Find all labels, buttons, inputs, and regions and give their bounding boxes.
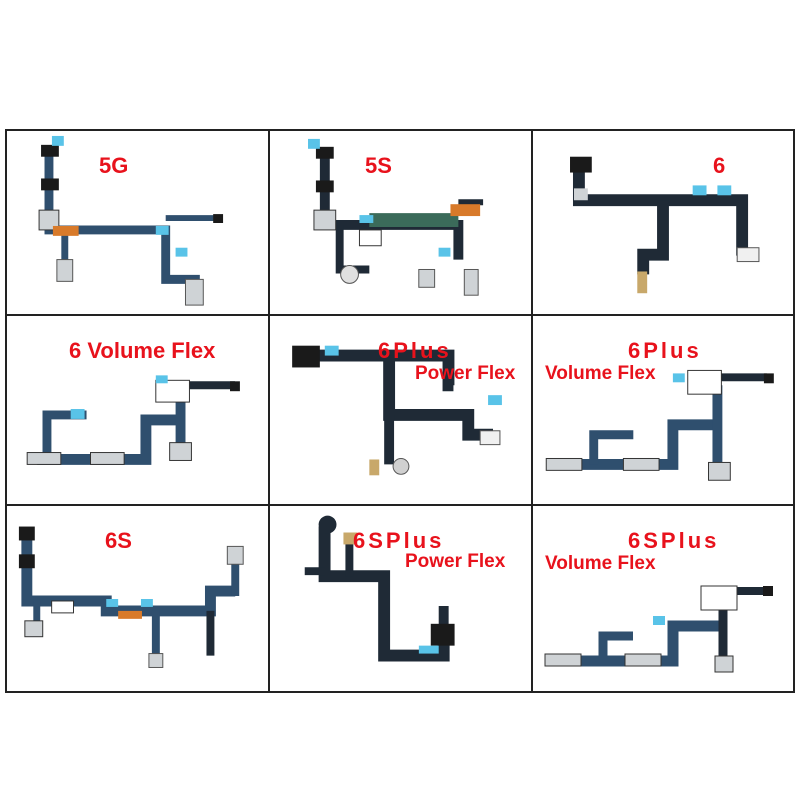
panel-sublabel: Volume Flex xyxy=(545,363,656,384)
panel-6splus-power: 6SPlus Power Flex xyxy=(270,506,533,691)
panel-6splus-volume: 6SPlus Volume Flex xyxy=(533,506,793,691)
panel-label: 6Plus xyxy=(628,338,702,363)
flex-cable-6-image xyxy=(570,156,760,294)
panel-5s: 5S xyxy=(270,131,533,316)
panel-6-volume: 6 Volume Flex xyxy=(7,316,270,506)
flex-cable-6-volume-image xyxy=(26,375,240,465)
panel-label: 6Plus xyxy=(378,338,452,363)
flex-cable-6s-image xyxy=(18,526,244,668)
panel-sublabel: Power Flex xyxy=(405,551,506,572)
flex-cable-5g-image xyxy=(38,135,224,306)
panel-6plus-volume: 6Plus Volume Flex xyxy=(533,316,793,506)
panel-6s: 6S xyxy=(7,506,270,691)
flex-cable-6plus-volume-image xyxy=(545,369,774,481)
panel-label: 6SPlus xyxy=(628,528,720,553)
flex-cable-6splus-volume-image xyxy=(544,585,773,673)
panel-5g: 5G xyxy=(7,131,270,316)
panel-sublabel: Power Flex xyxy=(415,363,516,384)
flex-cable-5s-image xyxy=(308,138,484,296)
panel-sublabel: Volume Flex xyxy=(545,553,656,574)
panel-6plus-power: 6Plus Power Flex xyxy=(270,316,533,506)
panel-label: 6 Volume Flex xyxy=(69,338,216,363)
panel-label: 6SPlus xyxy=(353,528,445,553)
flex-cable-6plus-power-image xyxy=(292,345,502,476)
flex-cable-6splus-power-image xyxy=(304,515,455,662)
panel-label: 5S xyxy=(365,153,392,178)
panel-label: 5G xyxy=(99,153,129,178)
panel-6: 6 xyxy=(533,131,793,316)
panel-label: 6S xyxy=(105,528,132,553)
product-grid: 5G 5S xyxy=(5,129,795,693)
panel-label: 6 xyxy=(713,153,726,178)
